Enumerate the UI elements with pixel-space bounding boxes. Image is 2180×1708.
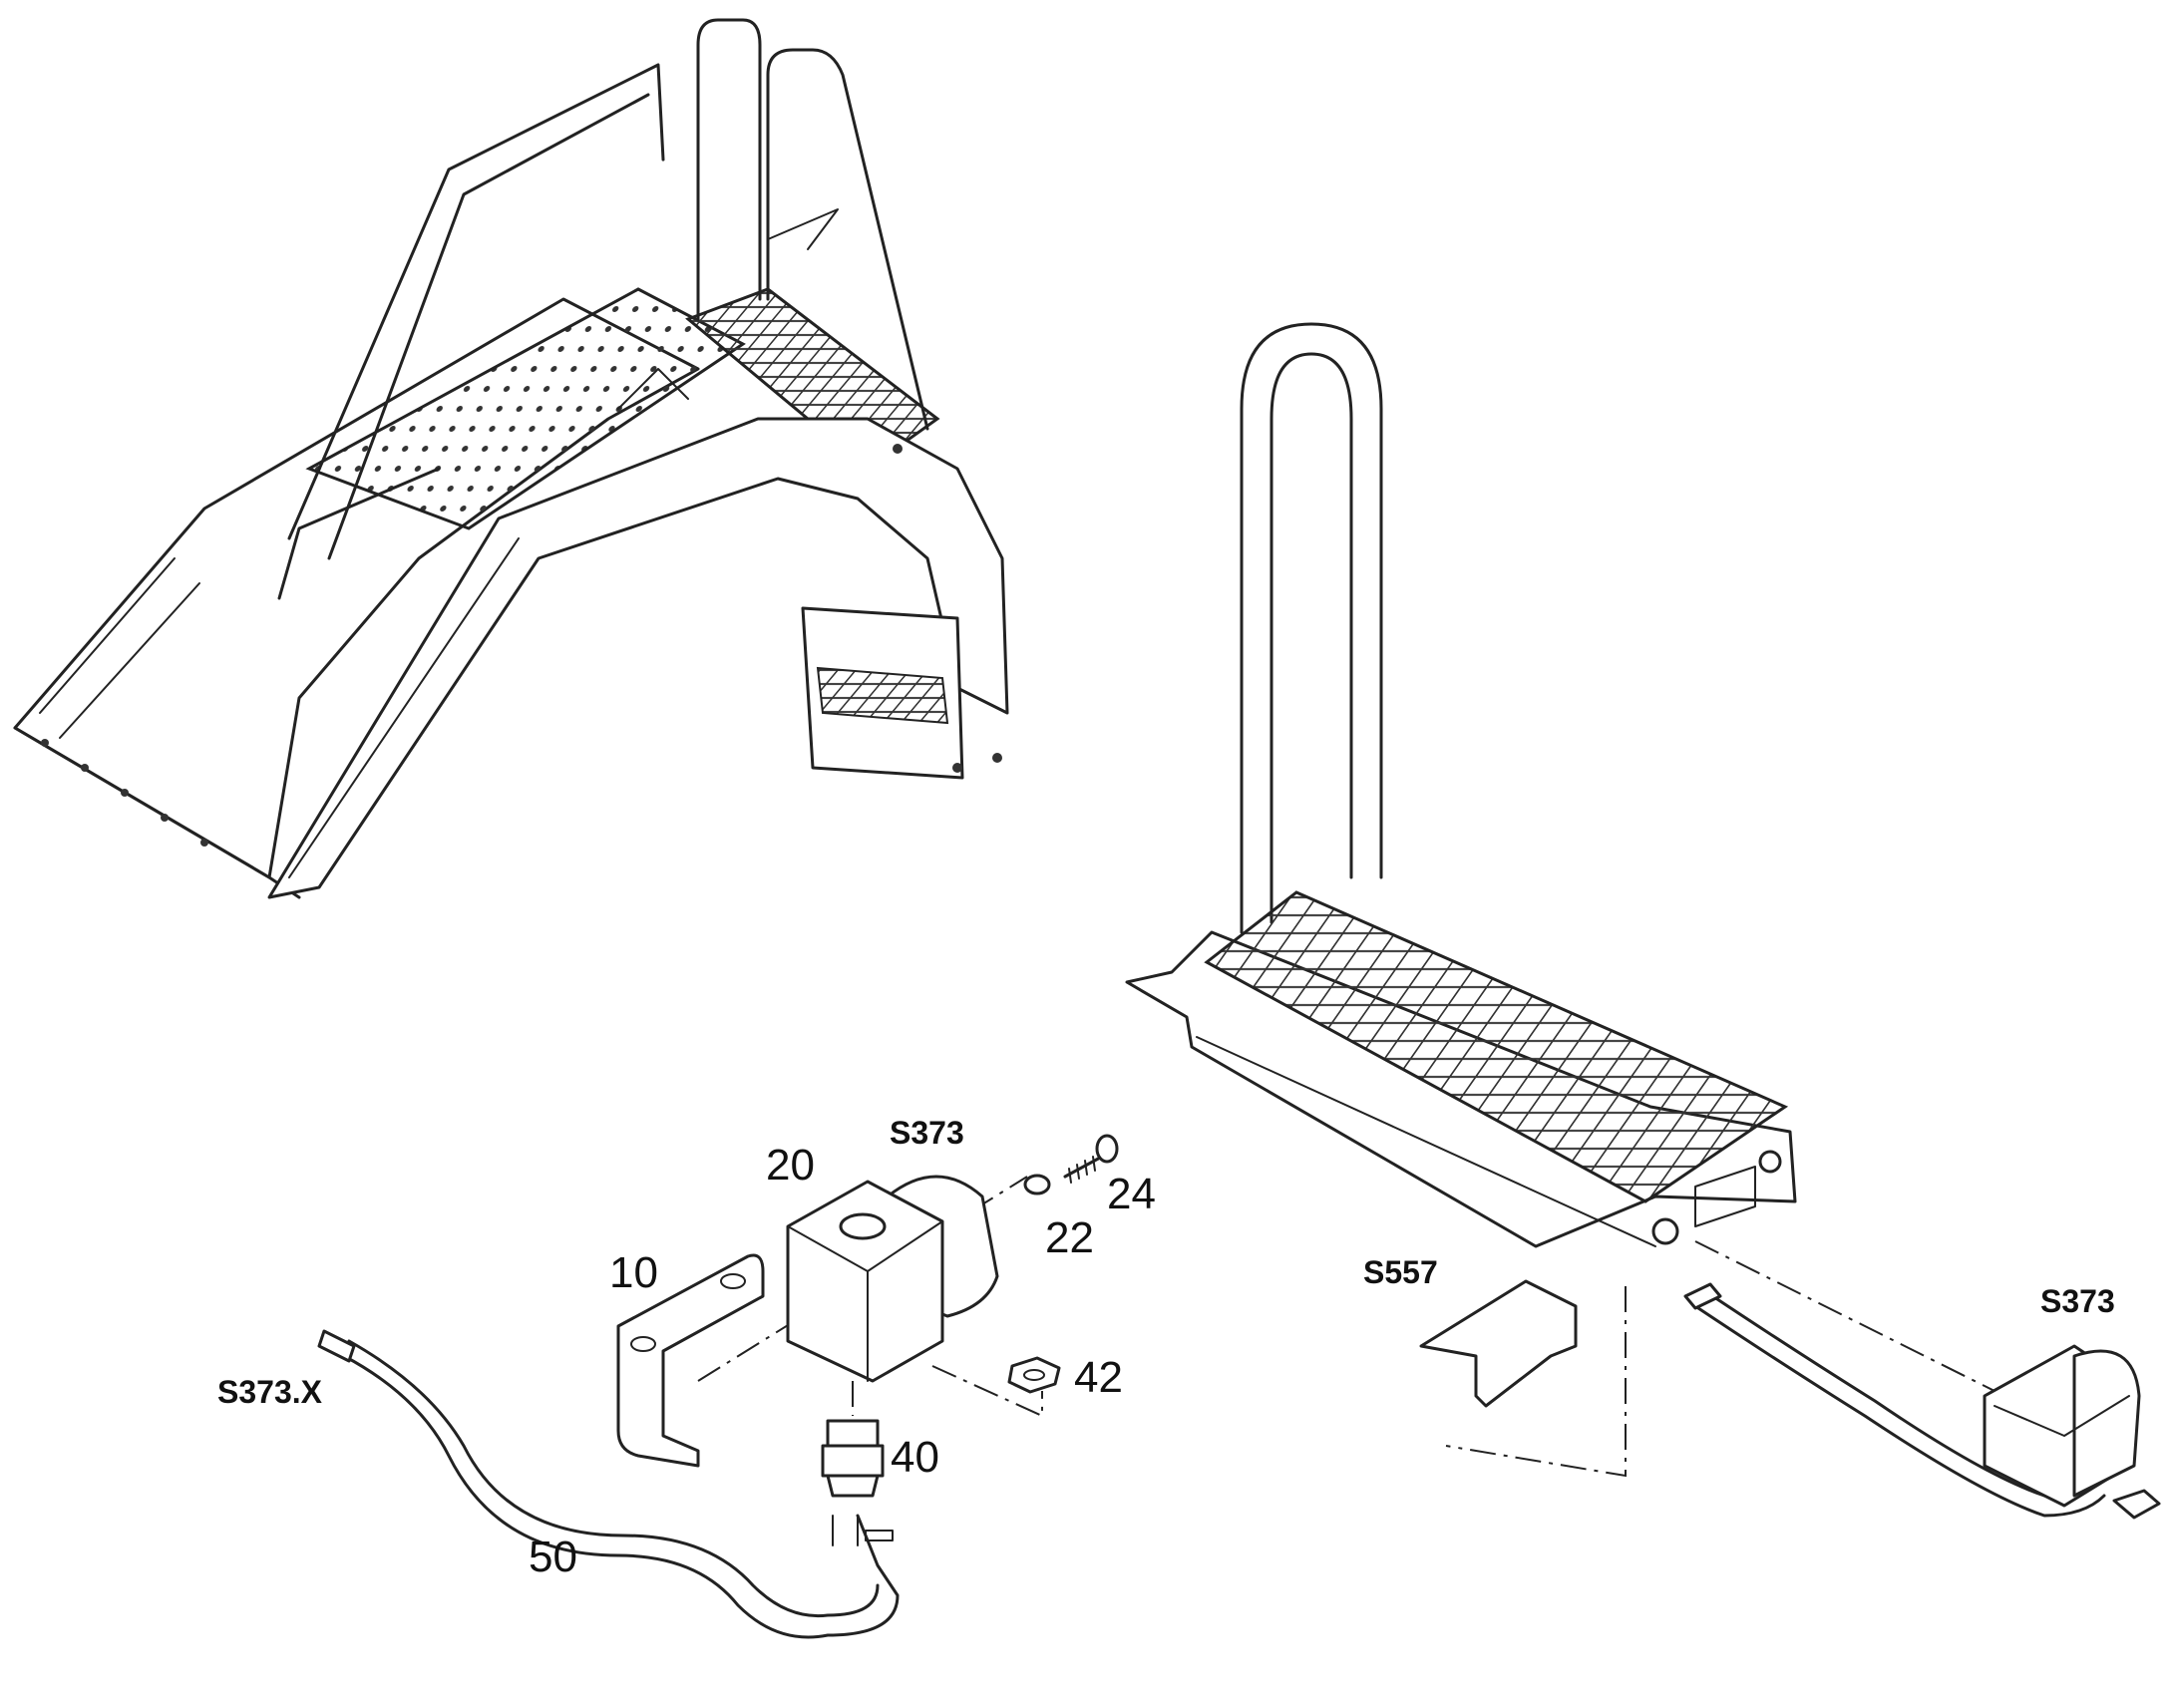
grab-handle-inner bbox=[1270, 352, 1353, 924]
ramp-arm bbox=[267, 417, 1009, 899]
step-bolt bbox=[1651, 1217, 1679, 1245]
gland-part-40 bbox=[821, 1419, 885, 1498]
label-part-10: 10 bbox=[609, 1248, 658, 1297]
handrail-center bbox=[696, 18, 762, 321]
handrail-left bbox=[287, 63, 665, 540]
callout-labels: S373 S373 S373.X S557 20 22 24 10 42 40 … bbox=[217, 1115, 2115, 1581]
bolt-dots bbox=[41, 444, 1002, 847]
bolt-icon bbox=[2112, 1489, 2161, 1520]
label-s373x: S373.X bbox=[217, 1374, 323, 1410]
label-s557: S557 bbox=[1363, 1254, 1438, 1290]
cover-s557 bbox=[1419, 1279, 1578, 1408]
screw-part-24 bbox=[1063, 1134, 1119, 1184]
step-assembly bbox=[1125, 322, 1797, 1248]
washer-part-22 bbox=[1023, 1174, 1051, 1196]
switch-part-20 bbox=[786, 1175, 999, 1383]
nut-part-42 bbox=[1007, 1356, 1061, 1394]
grab-handle-outer bbox=[1240, 322, 1383, 934]
label-part-42: 42 bbox=[1074, 1353, 1123, 1402]
cable-and-switch-right bbox=[1683, 1282, 2161, 1520]
label-part-24: 24 bbox=[1107, 1170, 1156, 1218]
platform-assembly bbox=[13, 18, 1009, 899]
step-grating bbox=[1204, 890, 1789, 1203]
handrail-right bbox=[766, 48, 929, 431]
label-part-22: 22 bbox=[1045, 1213, 1094, 1262]
label-part-50: 50 bbox=[529, 1533, 577, 1581]
label-s373-top: S373 bbox=[890, 1115, 964, 1151]
lower-step-grating bbox=[816, 666, 949, 725]
bracket-part-10 bbox=[616, 1253, 765, 1468]
label-part-20: 20 bbox=[766, 1141, 815, 1190]
label-s373-right: S373 bbox=[2040, 1283, 2115, 1319]
label-part-40: 40 bbox=[891, 1433, 939, 1482]
cable-part-50 bbox=[317, 1329, 900, 1639]
